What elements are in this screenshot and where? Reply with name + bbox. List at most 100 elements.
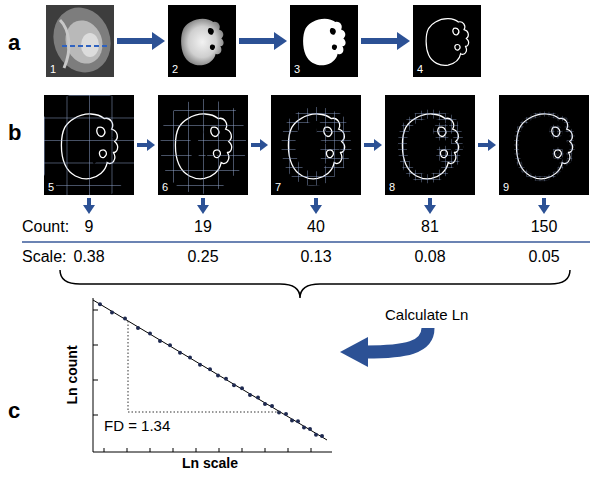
image-ground — [499, 95, 589, 195]
heart-edge — [60, 20, 69, 68]
fit-line — [93, 300, 327, 440]
arrow-shaft — [366, 328, 428, 352]
panel-number: 7 — [273, 181, 283, 193]
arrow-head — [538, 205, 550, 214]
arrow-head — [147, 139, 155, 151]
arrow-shaft — [137, 143, 148, 147]
panel-letter: a — [8, 30, 20, 56]
image-panel: 7 — [271, 95, 361, 195]
axis-ticks — [93, 310, 311, 452]
down-arrows — [83, 198, 550, 214]
figure-text: 0.13 — [300, 247, 331, 266]
heart-cavity — [60, 15, 109, 69]
arrow-shaft — [251, 143, 261, 147]
image-panel: 5 — [44, 95, 134, 195]
panel-letter: c — [8, 398, 20, 424]
image-ground — [385, 95, 475, 195]
image-panel: 8 — [385, 95, 475, 195]
arrow-shaft — [428, 198, 432, 206]
figure-text: 19 — [194, 217, 212, 236]
data-points — [98, 302, 324, 438]
panel-number: 5 — [46, 181, 56, 193]
figure-text: Ln scale — [182, 455, 238, 472]
figure-text: Count: — [22, 217, 69, 236]
image-panel: 3 — [290, 5, 358, 77]
image-ground — [44, 95, 134, 195]
image-ground — [271, 95, 361, 195]
calculate-arrow — [340, 328, 428, 367]
box-count-image — [158, 95, 248, 195]
figure-text: 9 — [85, 217, 94, 236]
mask-region — [303, 19, 346, 66]
box-grid — [499, 95, 589, 195]
edge-image — [413, 5, 481, 77]
box-grid — [385, 95, 475, 195]
box-count-image — [44, 95, 134, 195]
image-panel: 4 — [413, 5, 481, 77]
arrow-shaft — [239, 38, 275, 44]
arrow-shaft — [364, 143, 375, 147]
slope-guide — [128, 321, 280, 412]
figure-text: 150 — [531, 217, 558, 236]
box-grid — [158, 95, 248, 195]
panel-number: 4 — [415, 63, 425, 75]
box-count-image — [499, 95, 589, 195]
image-ground — [290, 5, 358, 77]
arrow-head — [424, 205, 436, 214]
image-ground — [168, 5, 236, 77]
panel-number: 1 — [48, 63, 58, 75]
arrow-head — [83, 205, 95, 214]
image-panel: 1 — [46, 5, 114, 77]
box-grid — [271, 95, 361, 195]
arrow-head — [260, 139, 268, 151]
arrow-shaft — [361, 38, 398, 44]
edge-outline — [426, 19, 469, 66]
image-panel: 2 — [168, 5, 236, 77]
arrow-shaft — [314, 198, 318, 206]
box-count-image — [271, 95, 361, 195]
figure-text: Scale: — [22, 247, 66, 266]
y-axis — [93, 298, 94, 452]
panel-number: 9 — [501, 181, 511, 193]
arrow-head — [274, 32, 287, 50]
flow-arrow — [239, 32, 287, 50]
arrow-shaft — [87, 198, 91, 206]
panel-number: 8 — [387, 181, 397, 193]
arrow-shaft — [201, 198, 205, 206]
panel-number: 6 — [160, 181, 170, 193]
row-separator — [22, 241, 590, 243]
figure-text: 81 — [421, 217, 439, 236]
mri-image — [44, 0, 119, 81]
arrow-shaft — [117, 38, 153, 44]
flow-arrow — [364, 139, 382, 151]
panel-number: 2 — [170, 63, 180, 75]
arrow-head — [340, 337, 368, 367]
arrow-head — [152, 32, 165, 50]
arrow-head — [197, 205, 209, 214]
figure-text: FD = 1.34 — [104, 417, 170, 435]
slice-line — [62, 45, 110, 47]
mask-image — [290, 5, 358, 77]
figure-text: 0.05 — [528, 247, 559, 266]
figure-text: Calculate Ln — [385, 306, 468, 324]
arrow-head — [374, 139, 382, 151]
box-count-image — [385, 95, 475, 195]
flow-arrow — [251, 139, 268, 151]
image-panel: 9 — [499, 95, 589, 195]
flow-arrow — [117, 32, 165, 50]
x-axis — [93, 452, 332, 453]
curly-brace — [60, 270, 570, 298]
figure-text: 0.25 — [187, 247, 218, 266]
blood-pool — [181, 19, 224, 66]
axis-label: Ln count — [64, 345, 81, 404]
flow-arrow — [137, 139, 155, 151]
flow-arrow — [361, 32, 410, 50]
arrow-head — [397, 32, 410, 50]
figure-text: 0.08 — [414, 247, 445, 266]
panel-letter: b — [8, 120, 21, 146]
arrow-shaft — [542, 198, 546, 206]
figure-text: 0.38 — [73, 247, 104, 266]
slice-image — [168, 5, 236, 77]
figure-text: 40 — [307, 217, 325, 236]
arrow-head — [488, 139, 496, 151]
